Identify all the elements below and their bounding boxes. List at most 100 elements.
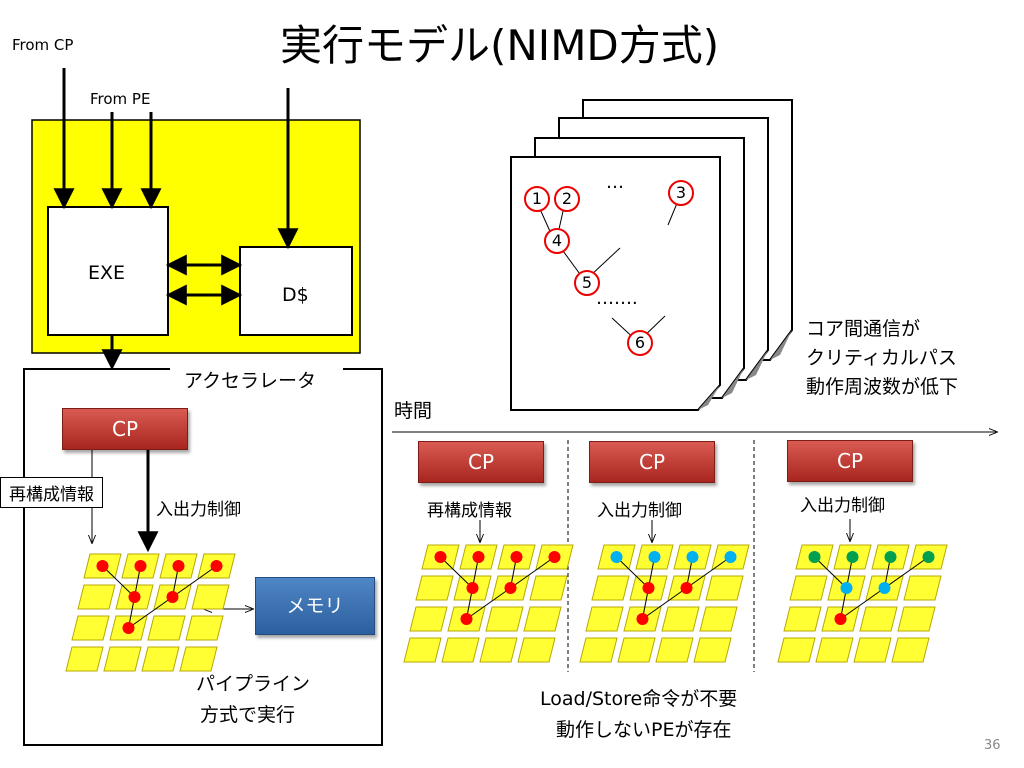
pe-link xyxy=(884,556,929,589)
note-line1: コア間通信が xyxy=(806,318,921,340)
dataflow-node-6: 6 xyxy=(627,330,653,356)
pe-cell xyxy=(777,637,816,663)
pe-cell xyxy=(815,637,854,663)
from-pe-label: From PE xyxy=(90,90,151,108)
pe-node xyxy=(922,551,935,563)
pe-cell xyxy=(179,646,218,672)
pe-node xyxy=(724,551,737,563)
pe-cell xyxy=(579,637,618,663)
pe-link xyxy=(172,565,217,598)
ellipsis-bottom: ……. xyxy=(596,288,638,309)
slide-title: 実行モデル(NIMD方式) xyxy=(280,21,720,70)
pe-node xyxy=(134,560,147,572)
pe-cell xyxy=(585,606,624,632)
pe-node xyxy=(504,582,517,594)
pe-cell xyxy=(185,615,224,641)
pe-link xyxy=(466,587,511,620)
pe-cell xyxy=(485,606,524,632)
pe-cell xyxy=(699,606,738,632)
dcache-label: D$ xyxy=(282,284,309,306)
dataflow-pages xyxy=(510,99,793,411)
pe-node xyxy=(466,582,479,594)
accelerator-pe-grid xyxy=(65,553,236,672)
bottom-note-line1: Load/Store命令が不要 xyxy=(540,688,738,710)
stage2-pe-grid xyxy=(579,544,750,663)
pe-node xyxy=(434,551,447,563)
pe-node xyxy=(122,622,135,634)
pe-cell xyxy=(891,637,930,663)
pe-cell xyxy=(783,606,822,632)
io-control-label: 入出力制御 xyxy=(156,500,241,520)
pe-link xyxy=(616,556,649,589)
pe-cell xyxy=(77,584,116,610)
pe-node xyxy=(808,551,821,563)
stage2-label: 入出力制御 xyxy=(597,501,682,521)
pe-link xyxy=(440,556,473,589)
pe-cell xyxy=(479,637,518,663)
pe-cell xyxy=(529,575,568,601)
pe-cell xyxy=(403,637,442,663)
exe-label: EXE xyxy=(88,262,126,284)
dataflow-node-2: 2 xyxy=(554,186,580,212)
dcache-box xyxy=(239,246,353,336)
accelerator-label: アクセラレータ xyxy=(180,366,321,393)
pe-cell xyxy=(191,584,230,610)
pe-node xyxy=(472,551,485,563)
pe-node xyxy=(834,613,847,625)
dataflow-node-5: 5 xyxy=(574,270,600,296)
pipeline-line1: パイプライン xyxy=(196,673,311,695)
pe-node xyxy=(166,591,179,603)
pe-cell xyxy=(705,575,744,601)
pe-node xyxy=(510,551,523,563)
stage1-label: 再構成情報 xyxy=(427,501,512,521)
pe-cell xyxy=(789,575,828,601)
pe-cell xyxy=(441,637,480,663)
pe-cell xyxy=(65,646,104,672)
pe-link xyxy=(510,556,555,589)
memory-button[interactable]: メモリ xyxy=(255,577,375,635)
stage3-label: 入出力制御 xyxy=(800,496,885,516)
reconfig-info-box: 再構成情報 xyxy=(0,477,103,508)
pipeline-line2: 方式で実行 xyxy=(200,704,296,726)
pe-node xyxy=(846,551,859,563)
pe-node xyxy=(96,560,109,572)
pe-link xyxy=(814,556,847,589)
pe-cell xyxy=(141,646,180,672)
time-label: 時間 xyxy=(394,400,433,422)
pe-node xyxy=(172,560,185,572)
pe-node xyxy=(680,582,693,594)
dataflow-node-4: 4 xyxy=(544,228,570,254)
pe-cell xyxy=(853,637,892,663)
pe-link xyxy=(128,596,173,629)
pe-link xyxy=(840,587,885,620)
pe-cell xyxy=(71,615,110,641)
pe-cell xyxy=(591,575,630,601)
bottom-note-line2: 動作しないPEが存在 xyxy=(556,719,732,741)
from-cp-label: From CP xyxy=(12,36,74,54)
pe-cell xyxy=(415,575,454,601)
stage1-pe-grid xyxy=(403,544,574,663)
dataflow-node-3: 3 xyxy=(668,180,694,206)
pe-link xyxy=(642,587,687,620)
pe-node xyxy=(210,560,223,572)
pe-cell xyxy=(903,575,942,601)
stage3-cp-button[interactable]: CP xyxy=(787,440,913,482)
pe-node xyxy=(460,613,473,625)
stage1-cp-button[interactable]: CP xyxy=(418,441,544,483)
pe-cell xyxy=(693,637,732,663)
pe-node xyxy=(642,582,655,594)
page-number: 36 xyxy=(984,738,1001,753)
note-line2: クリティカルパス xyxy=(806,347,957,369)
pe-node xyxy=(128,591,141,603)
accelerator-cp-button[interactable]: CP xyxy=(62,408,188,450)
pe-node xyxy=(686,551,699,563)
stage3-pe-grid xyxy=(777,544,948,663)
pe-node xyxy=(878,582,891,594)
pe-cell xyxy=(523,606,562,632)
stage2-cp-button[interactable]: CP xyxy=(589,441,715,483)
pe-node xyxy=(884,551,897,563)
pe-cell xyxy=(897,606,936,632)
pe-cell xyxy=(409,606,448,632)
